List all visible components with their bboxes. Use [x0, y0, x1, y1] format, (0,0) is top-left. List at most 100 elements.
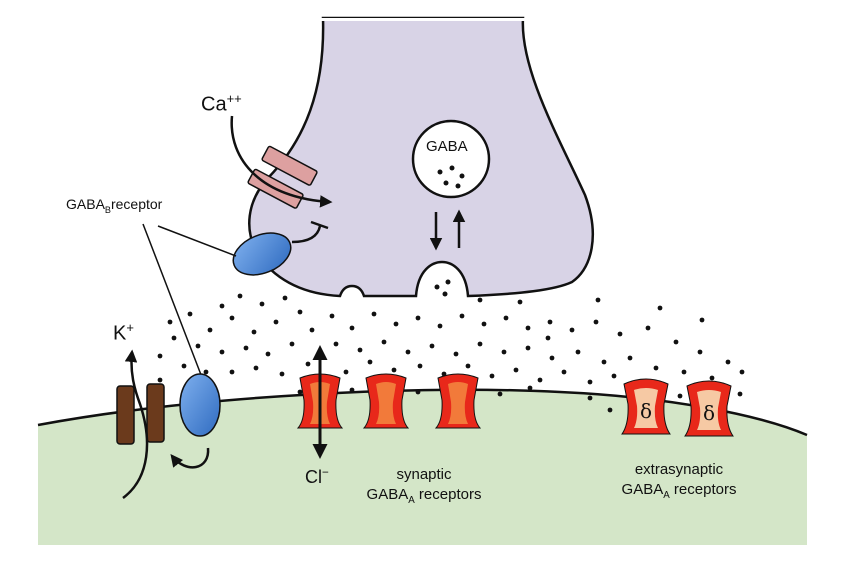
gaba-molecule [739, 369, 745, 375]
potassium-label-charge: + [126, 320, 134, 335]
gaba-molecule [501, 349, 507, 355]
gaba-molecule [709, 375, 715, 381]
potassium-label: K+ [113, 320, 134, 346]
chloride-label: Cl− [305, 466, 329, 488]
gaba-molecule [677, 393, 683, 399]
gaba-molecule [477, 341, 483, 347]
gaba-molecule [545, 335, 551, 341]
synaptic-label-line1: synaptic [396, 466, 452, 483]
potassium-label-base: K [113, 322, 127, 345]
gaba-molecule [171, 335, 177, 341]
gaba-molecule [243, 345, 249, 351]
gaba-molecule [517, 299, 523, 305]
gaba-molecule [367, 359, 373, 365]
gaba-molecule [265, 351, 271, 357]
gaba-molecule [273, 319, 279, 325]
gaba-molecule [653, 365, 659, 371]
gaba-molecule [569, 327, 575, 333]
gaba-molecule [737, 391, 743, 397]
gaba-molecule [181, 363, 187, 369]
gaba-molecule [547, 319, 553, 325]
gaba-molecule [309, 327, 315, 333]
gaba-molecule [549, 355, 555, 361]
vesicle-label-text: GABA [426, 138, 468, 155]
gaba-molecule [587, 379, 593, 385]
gaba-molecule [251, 329, 257, 335]
gaba-molecule [349, 325, 355, 331]
gaba-molecule [699, 317, 705, 323]
gaba-molecule [525, 325, 531, 331]
gaba-molecule [465, 363, 471, 369]
postsynaptic-gabab-receptor [179, 373, 221, 437]
gaba-molecule [681, 369, 687, 375]
gaba-molecule [525, 345, 531, 351]
gaba-molecule [595, 297, 601, 303]
gaba-molecule [329, 313, 335, 319]
synaptic-gabaa-receptor [434, 373, 482, 429]
gaba-molecule [657, 305, 663, 311]
vesicle-gaba-dots [437, 165, 465, 189]
calcium-influx-arrow [230, 115, 333, 208]
gaba-molecule [611, 373, 617, 379]
extrasynaptic-gabaa-receptor: δ [684, 380, 734, 437]
gaba-molecule [673, 339, 679, 345]
gaba-molecule [417, 363, 423, 369]
postsynaptic-cell [38, 389, 807, 545]
potassium-efflux-arrow [122, 349, 149, 500]
gaba-molecule [229, 369, 235, 375]
gaba-molecule [195, 343, 201, 349]
gaba-molecule [357, 347, 363, 353]
calcium-label-base: Ca [201, 93, 227, 116]
vesicle-label: GABA [426, 138, 468, 155]
extrasynaptic-gabaa-receptors: δ δ [621, 378, 734, 437]
gaba-molecule [279, 371, 285, 377]
gaba-molecule [391, 367, 397, 373]
gabab-inhibition-marker [291, 220, 329, 244]
gaba-molecule [187, 311, 193, 317]
gaba-molecule [157, 377, 163, 383]
gaba-molecule [697, 349, 703, 355]
calcium-label-charge: ++ [226, 91, 242, 106]
gaba-molecule [253, 365, 259, 371]
synaptic-receptors-label: synaptic GABAA receptors [344, 465, 504, 511]
gaba-molecule [282, 295, 288, 301]
gaba-molecule [415, 389, 421, 395]
extrasynaptic-label-line2: GABAA receptors [621, 481, 737, 501]
gaba-molecule [297, 309, 303, 315]
gaba-molecule [333, 341, 339, 347]
gaba-molecule [497, 391, 503, 397]
synaptic-gabaa-receptors [296, 373, 482, 429]
gaba-molecule [725, 359, 731, 365]
presynaptic-gabab-receptor [232, 232, 292, 276]
gaba-molecule [527, 385, 533, 391]
gaba-molecule [453, 351, 459, 357]
gaba-molecule [207, 327, 213, 333]
gaba-molecule [645, 325, 651, 331]
gaba-molecule [627, 355, 633, 361]
gaba-molecule [503, 315, 509, 321]
synaptic-label-line2: GABAA receptors [366, 486, 482, 506]
delta-subunit-label: δ [640, 399, 652, 423]
gaba-molecule [593, 319, 599, 325]
gaba-molecule [459, 313, 465, 319]
gaba-molecule [575, 349, 581, 355]
gaba-molecule [381, 339, 387, 345]
gaba-molecules [157, 293, 745, 413]
gaba-molecule [429, 343, 435, 349]
gaba-molecule [259, 301, 265, 307]
extrasynaptic-gabaa-receptor: δ [621, 378, 671, 435]
gaba-molecule [513, 367, 519, 373]
gaba-molecule [437, 323, 443, 329]
synaptic-gabaa-receptor [362, 373, 410, 429]
gaba-vesicle [411, 119, 491, 199]
gaba-molecule [393, 321, 399, 327]
fusing-vesicle-dots [434, 279, 451, 297]
gaba-molecule [289, 341, 295, 347]
gaba-molecule [415, 315, 421, 321]
gaba-molecule [607, 407, 613, 413]
calcium-label: Ca++ [201, 91, 242, 117]
gaba-molecule [371, 311, 377, 317]
gabab-label-base: GABA [66, 196, 105, 212]
gabab-k-coupling-arrow [170, 447, 210, 469]
